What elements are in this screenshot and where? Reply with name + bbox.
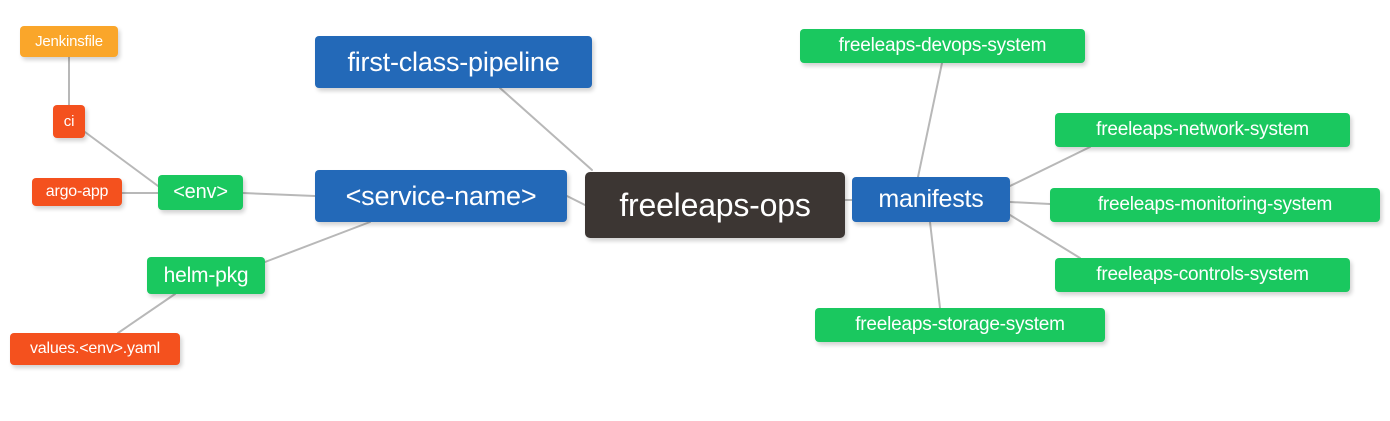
edge-manifests-to-monitoring bbox=[1009, 201, 1051, 205]
mindmap-node-manifests[interactable]: manifests bbox=[852, 177, 1010, 222]
mindmap-node-storage[interactable]: freeleaps-storage-system bbox=[815, 308, 1105, 342]
mindmap-node-ci[interactable]: ci bbox=[53, 105, 85, 138]
mindmap-node-devops[interactable]: freeleaps-devops-system bbox=[800, 29, 1085, 63]
mindmap-node-service[interactable]: <service-name> bbox=[315, 170, 567, 222]
mindmap-node-root[interactable]: freeleaps-ops bbox=[585, 172, 845, 238]
edge-root-to-service bbox=[566, 195, 586, 206]
edge-root-to-pipeline bbox=[499, 87, 593, 171]
mindmap-node-values[interactable]: values.<env>.yaml bbox=[10, 333, 180, 365]
mindmap-node-jenkinsfile[interactable]: Jenkinsfile bbox=[20, 26, 118, 57]
edge-manifests-to-storage bbox=[929, 221, 941, 309]
mindmap-node-env[interactable]: <env> bbox=[158, 175, 243, 210]
edge-manifests-to-network bbox=[1009, 146, 1091, 187]
mindmap-node-network[interactable]: freeleaps-network-system bbox=[1055, 113, 1350, 147]
edge-service-to-env bbox=[242, 192, 316, 197]
mindmap-node-monitoring[interactable]: freeleaps-monitoring-system bbox=[1050, 188, 1380, 222]
mindmap-node-helm[interactable]: helm-pkg bbox=[147, 257, 265, 294]
edge-service-to-helm bbox=[264, 221, 371, 263]
mindmap-node-pipeline[interactable]: first-class-pipeline bbox=[315, 36, 592, 88]
mindmap-node-argoapp[interactable]: argo-app bbox=[32, 178, 122, 206]
mindmap-node-controls[interactable]: freeleaps-controls-system bbox=[1055, 258, 1350, 292]
edge-manifests-to-devops bbox=[917, 62, 943, 178]
edge-helm-to-values bbox=[117, 293, 176, 334]
